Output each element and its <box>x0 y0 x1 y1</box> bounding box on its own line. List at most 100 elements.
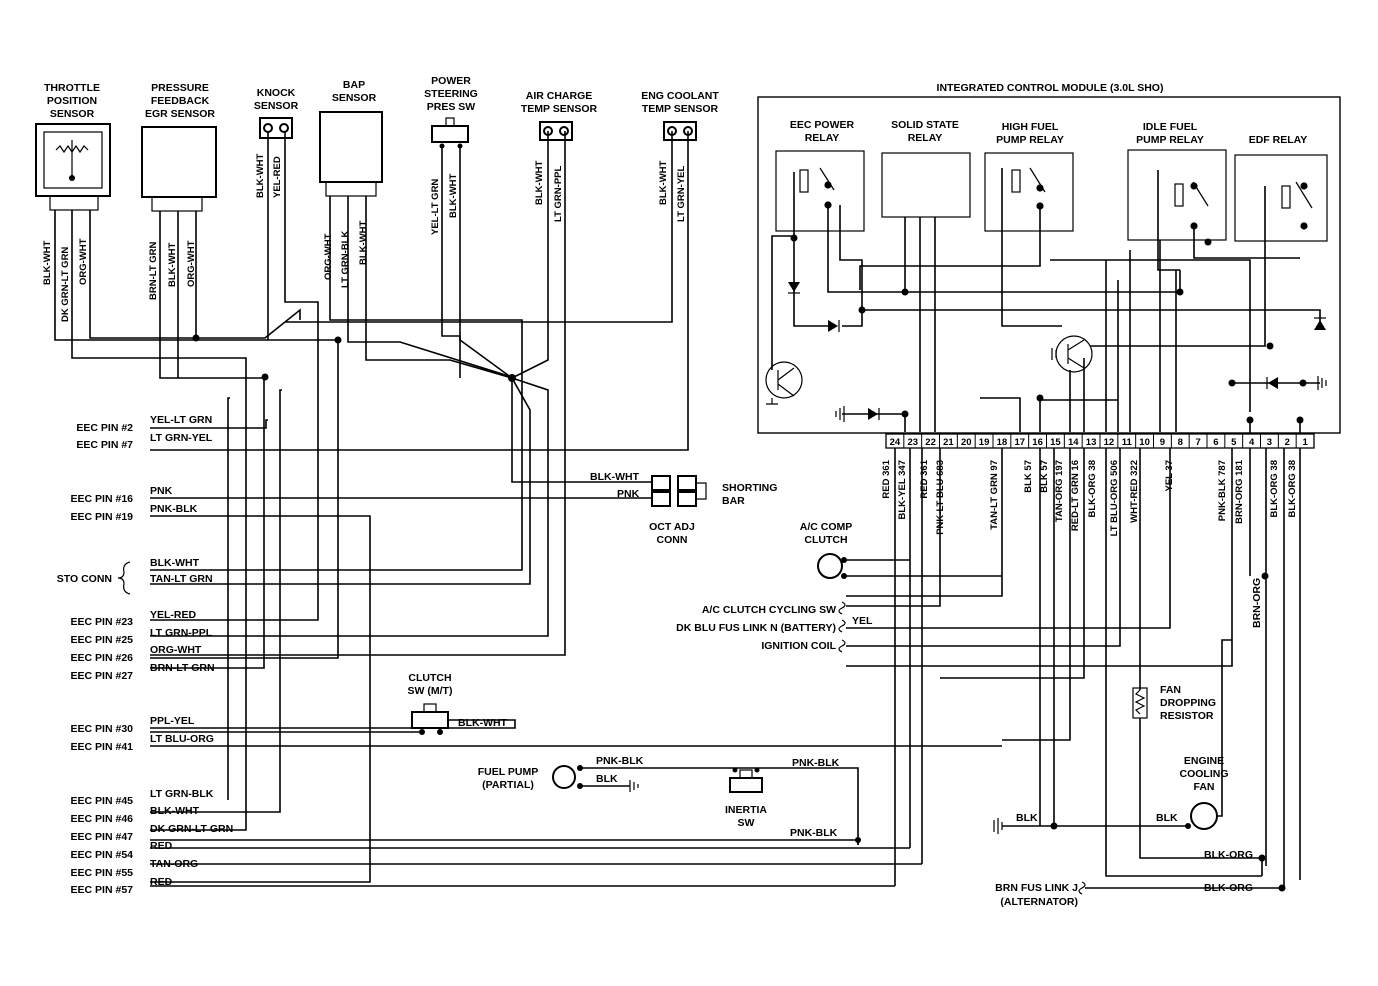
oct-wire-1: BLK-WHT <box>590 471 640 483</box>
act-wire-2: LT GRN-PPL <box>553 166 564 222</box>
eec-power-relay-box <box>775 150 865 232</box>
pss-switch <box>431 117 469 149</box>
high-fuel-relay-box <box>984 152 1074 232</box>
pss-label-2: STEERING <box>424 88 478 100</box>
pin-wire-label: BLK 57 <box>1039 460 1050 493</box>
pin-number: 16 <box>1032 437 1043 448</box>
tps-wire-1: BLK-WHT <box>42 240 53 285</box>
eec-pin-23-label: EEC PIN #23 <box>71 616 134 628</box>
dk-blu-fus-label: DK BLU FUS LINK N (BATTERY) <box>676 622 836 634</box>
pin-wire-label: BLK 57 <box>1023 460 1034 493</box>
eec-power-relay-1: EEC POWER <box>790 119 855 131</box>
knock-label-2: SENSOR <box>254 100 299 112</box>
pss-label-3: PRES SW <box>427 101 476 113</box>
eec-pin-46-wire: BLK-WHT <box>150 805 200 817</box>
eec-pin-47-wire: DK GRN-LT GRN <box>150 823 233 835</box>
fuel-pump: FUEL PUMP (PARTIAL) PNK-BLK BLK PNK-BLK … <box>150 755 861 845</box>
ignition-coil-label: IGNITION COIL <box>761 640 836 652</box>
pfe-label-2: FEEDBACK <box>151 95 210 107</box>
pin-number: 3 <box>1267 437 1272 448</box>
fuel-pump-wire-4: PNK-BLK <box>790 827 838 839</box>
pin-number: 23 <box>908 437 919 448</box>
eec-pin-25-wire: LT GRN-PPL <box>150 627 213 639</box>
eec-pin-7-wire: LT GRN-YEL <box>150 432 213 444</box>
eec-pin-57-label: EEC PIN #57 <box>71 884 134 896</box>
pfe-label-3: EGR SENSOR <box>145 108 215 120</box>
fuel-pump-wire-3: PNK-BLK <box>792 757 840 769</box>
pss-label-1: POWER <box>431 75 471 87</box>
brn-fus-link: BRN-ORG BLK-ORG BLK-ORG BRN FUS LINK J (… <box>995 578 1263 908</box>
inertia-label-2: SW <box>738 817 755 829</box>
oct-adj-conn: BLK-WHT PNK SHORTING BAR OCT ADJ CONN <box>590 471 777 546</box>
pin-number: 17 <box>1015 437 1026 448</box>
eec-pin-45-label: EEC PIN #45 <box>71 795 134 807</box>
pfe-wire-2: BLK-WHT <box>167 242 178 287</box>
fan-res-2: DROPPING <box>1160 697 1216 709</box>
fan-label-3: FAN <box>1194 781 1215 793</box>
fan-dropping-resistor: FAN DROPPING RESISTOR <box>1132 684 1216 722</box>
pss-wire-2: BLK-WHT <box>448 173 459 218</box>
eec-pin-19-wire: PNK-BLK <box>150 503 198 515</box>
pin-number: 14 <box>1068 437 1079 448</box>
pin-number: 10 <box>1139 437 1150 448</box>
eec-pin-41-wire: LT BLU-ORG <box>150 733 214 745</box>
fuel-pump-wire-1: PNK-BLK <box>596 755 644 767</box>
bap-sensor <box>319 111 383 197</box>
pin-wire-label: PNK-BLK 787 <box>1217 460 1228 521</box>
ac-clutch-label-1: A/C COMP <box>800 521 853 533</box>
eec-pin-57-wire: RED <box>150 876 173 888</box>
eec-pin-25-label: EEC PIN #25 <box>71 634 134 646</box>
eec-pin-54-wire: RED <box>150 840 173 852</box>
idle-fuel-relay-1: IDLE FUEL <box>1143 121 1198 133</box>
eec-pin-2-label: EEC PIN #2 <box>76 422 133 434</box>
edf-relay-label: EDF RELAY <box>1249 134 1308 146</box>
brn-fus-label-2: (ALTERNATOR) <box>1000 896 1078 908</box>
ect-wire-2: LT GRN-YEL <box>676 166 687 222</box>
ground-right: BLK <box>993 812 1140 834</box>
clutch-label-1: CLUTCH <box>408 672 451 684</box>
eec-pin-47-label: EEC PIN #47 <box>71 831 134 843</box>
blk-org-label-1: BLK-ORG <box>1204 849 1253 861</box>
eec-pin-45-wire: LT GRN-BLK <box>150 788 214 800</box>
eec-pin-19-label: EEC PIN #19 <box>71 511 134 523</box>
brn-org-vertical: BRN-ORG <box>1251 578 1263 628</box>
pfe-label-1: PRESSURE <box>151 82 209 94</box>
clutch-switch: CLUTCH SW (M/T) BLK-WHT <box>150 672 508 735</box>
pin-number: 11 <box>1122 437 1133 448</box>
eec-pin-labels: EEC PIN #2 YEL-LT GRN EEC PIN #7 LT GRN-… <box>57 414 233 896</box>
pin-wire-label: BLK-ORG 38 <box>1287 460 1298 518</box>
eec-pin-26-wire: ORG-WHT <box>150 644 202 656</box>
eec-pin-55-label: EEC PIN #55 <box>71 867 134 879</box>
pin-wire-label: LT BLU-ORG 506 <box>1109 460 1120 536</box>
pfe-wire-1: BRN-LT GRN <box>148 241 159 300</box>
pfe-wire-3: ORG-WHT <box>186 240 197 287</box>
bap-label-2: SENSOR <box>332 92 377 104</box>
fuel-pump-label-2: (PARTIAL) <box>482 779 534 791</box>
module-title: INTEGRATED CONTROL MODULE (3.0L SHO) <box>937 82 1164 94</box>
fuel-pump-label-1: FUEL PUMP <box>478 766 538 778</box>
pin-number: 18 <box>997 437 1008 448</box>
yel-label: YEL <box>852 615 873 627</box>
pin-number: 13 <box>1086 437 1097 448</box>
pin-wire-label: YEL 37 <box>1164 460 1175 492</box>
oct-label-1: OCT ADJ <box>649 521 695 533</box>
act-sensor <box>539 121 573 141</box>
fan-label-1: ENGINE <box>1184 755 1224 767</box>
pin-wire-label: TAN-LT GRN 97 <box>989 460 1000 530</box>
ac-cycling-label: A/C CLUTCH CYCLING SW <box>702 604 836 616</box>
fan-label-2: COOLING <box>1180 768 1229 780</box>
ac-clutch-label-2: CLUTCH <box>804 534 847 546</box>
pin-number: 20 <box>961 437 972 448</box>
pin-number: 22 <box>925 437 936 448</box>
pin-wire-label: BLK-ORG 38 <box>1269 460 1280 518</box>
solid-state-relay-1: SOLID STATE <box>891 119 959 131</box>
inertia-switch: INERTIA SW <box>725 767 767 829</box>
eec-pin-46-label: EEC PIN #46 <box>71 813 134 825</box>
sto-wire-2: TAN-LT GRN <box>150 573 213 585</box>
knock-label-1: KNOCK <box>257 87 296 99</box>
tps-wire-2: DK GRN-LT GRN <box>60 247 71 322</box>
ect-label-1: ENG COOLANT <box>641 90 719 102</box>
control-module: EEC POWER RELAY SOLID STATE RELAY HIGH F… <box>757 96 1341 892</box>
